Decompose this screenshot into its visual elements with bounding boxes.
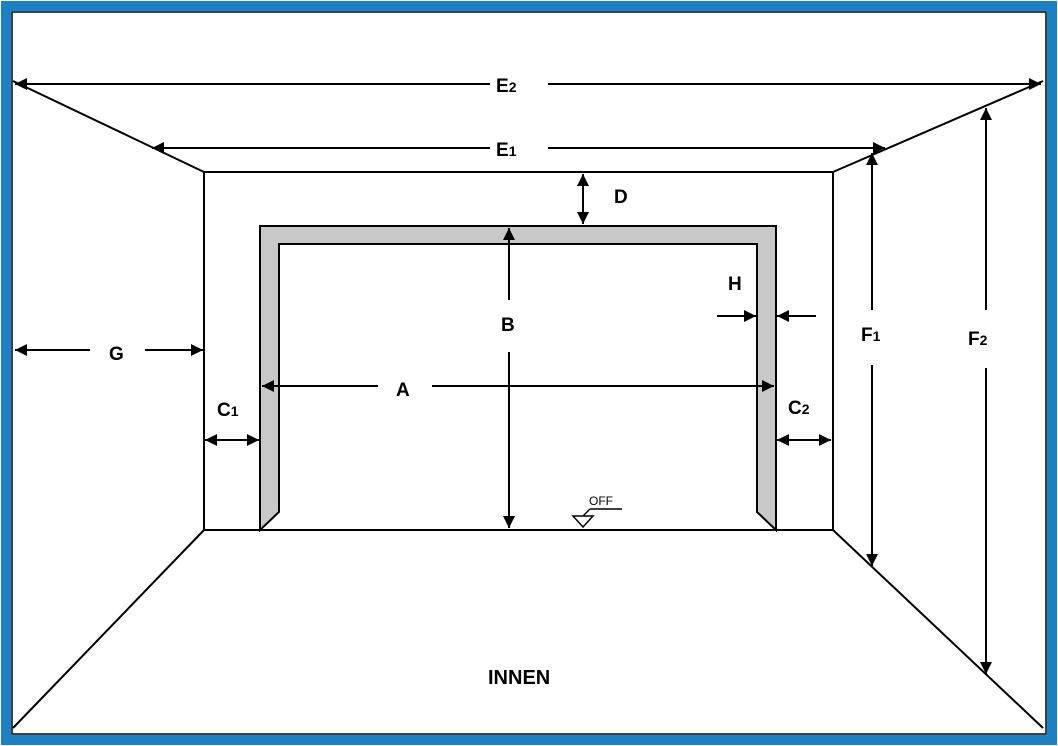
inner-border-line bbox=[11, 11, 1047, 735]
label-d: D bbox=[614, 187, 628, 208]
floor-edge-left bbox=[12, 529, 205, 729]
ceiling-edge-left bbox=[12, 80, 205, 173]
label-c1: C1 bbox=[217, 400, 239, 421]
label-a: A bbox=[396, 380, 410, 401]
label-f1: F1 bbox=[861, 325, 881, 346]
label-b: B bbox=[501, 315, 515, 336]
label-e1: E1 bbox=[496, 140, 517, 161]
label-innen: INNEN bbox=[488, 667, 550, 689]
label-h: H bbox=[728, 274, 742, 295]
back-wall bbox=[203, 171, 834, 531]
off-leader bbox=[582, 508, 591, 517]
label-c2: C2 bbox=[788, 398, 810, 419]
door-frame bbox=[259, 225, 777, 533]
label-off: OFF bbox=[589, 494, 613, 508]
label-e2: E2 bbox=[496, 76, 517, 97]
label-g: G bbox=[109, 344, 124, 365]
off-level-symbol bbox=[571, 508, 622, 529]
label-f2: F2 bbox=[968, 329, 988, 350]
